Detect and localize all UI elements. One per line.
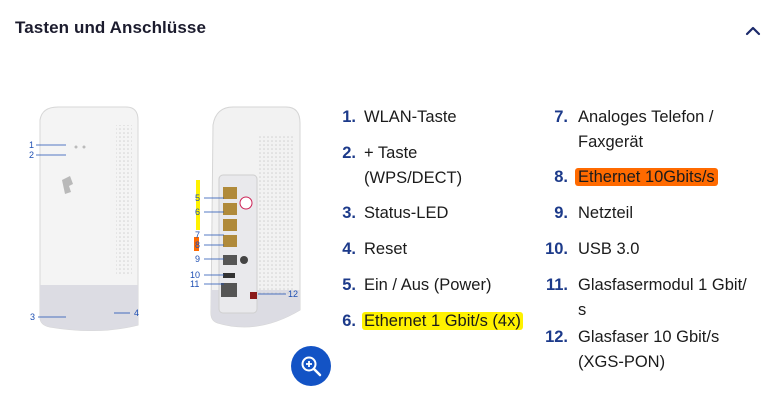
legend-item-number: 2. [342,144,356,162]
legend-item-text: Analoges Telefon / [578,108,714,126]
legend-item-text: s [578,301,587,319]
legend-item-number: 8. [554,168,568,186]
callout-10: 10 [190,270,200,280]
legend-item-text: (WPS/DECT) [364,169,463,187]
callout-1: 1 [29,140,34,150]
legend-item-number: 4. [342,240,356,258]
legend-item-text: WLAN-Taste [364,108,457,126]
callout-8: 8 [195,240,200,250]
router-illustration: 1 2 3 4 5 6 7 8 9 10 11 12 [29,106,301,332]
zoom-in-icon [301,356,322,377]
callout-9: 9 [195,254,200,264]
legend-item-text: + Taste [364,144,418,162]
callout-12: 12 [288,289,298,299]
legend-item-text: USB 3.0 [578,240,640,258]
legend-item-number: 1. [342,108,356,126]
callout-4: 4 [134,308,139,318]
highlight-mark: Ethernet 1 Gbit/s (4x) [362,312,523,330]
legend-item-text: Reset [364,240,408,258]
legend-item-number: 10. [545,240,568,258]
legend-item-text: Faxgerät [578,133,644,151]
callout-6: 6 [195,207,200,217]
legend-item-number: 7. [554,108,568,126]
legend-item-number: 3. [342,204,356,222]
callout-5: 5 [195,193,200,203]
legend-item-number: 5. [342,276,356,294]
section-header[interactable]: Tasten und Anschlüsse [0,0,774,60]
legend-item-text: (XGS-PON) [578,353,666,371]
zoom-button[interactable] [291,346,331,386]
legend-item-text: Ethernet 10Gbits/s [575,165,718,189]
legend-item-text: Ethernet 1 Gbit/s (4x) [362,309,523,333]
legend-item-text: Status-LED [364,204,449,222]
legend-item-text: Netzteil [578,204,634,222]
legend-item-number: 12. [545,328,568,346]
callout-7: 7 [195,230,200,240]
highlight-mark: Ethernet 10Gbits/s [575,168,718,186]
callout-3: 3 [30,312,35,322]
legend-item-text: Ein / Aus (Power) [364,276,492,294]
legend-item-number: 11. [545,276,568,294]
legend-item-text: Glasfasermodul 1 Gbit/ [578,276,747,294]
router-front-view [39,106,139,332]
section-title: Tasten und Anschlüsse [15,18,207,37]
legend-item-text: Glasfaser 10 Gbit/s [578,328,720,346]
chevron-up-icon[interactable] [742,20,764,42]
callout-2: 2 [29,150,34,160]
legend-item-number: 9. [554,204,568,222]
callout-11: 11 [190,279,199,289]
router-back-view [210,106,301,328]
legend-item-number: 6. [342,312,356,330]
